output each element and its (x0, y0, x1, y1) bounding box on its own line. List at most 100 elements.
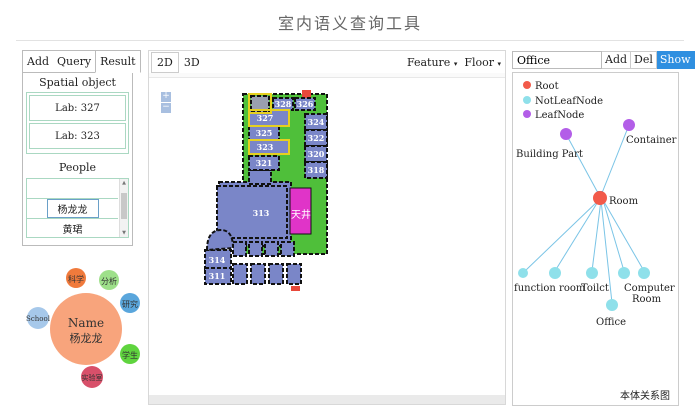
app-title: 室内语义查询工具 (277, 14, 422, 33)
people-header: People (58, 161, 97, 174)
node-room[interactable] (593, 191, 607, 205)
node-container[interactable] (623, 119, 635, 131)
room-bottom-3[interactable] (264, 241, 279, 257)
tab-add[interactable]: Add (27, 55, 50, 68)
bubble-satellite-4[interactable] (81, 366, 103, 388)
people-list: 杨龙龙 黄珺 ▲ ▼ (26, 178, 129, 238)
node-unlabeled[interactable] (549, 267, 561, 279)
room-round[interactable] (205, 228, 235, 252)
label-311: 311 (209, 271, 226, 281)
bubble-satellite-0[interactable] (66, 268, 86, 288)
tab-2d[interactable]: 2D (151, 51, 179, 73)
scroll-down-icon[interactable]: ▼ (122, 230, 126, 236)
zoom-out-button[interactable]: − (161, 102, 171, 113)
highlight-327 (248, 109, 290, 127)
spatial-object-list: Lab: 327 Lab: 323 (26, 92, 129, 154)
room-bottom-2[interactable] (248, 241, 263, 257)
spatial-item-lab-327[interactable]: Lab: 327 (29, 95, 126, 121)
edge-building-part-room (565, 133, 599, 194)
ontology-query-input[interactable] (512, 51, 602, 69)
tab-3d[interactable]: 3D (183, 55, 200, 69)
bubble-satellite-5[interactable] (27, 307, 49, 329)
room-311[interactable] (204, 267, 232, 285)
label-323: 323 (257, 142, 274, 152)
label-322: 322 (308, 133, 325, 143)
map-footer (149, 395, 505, 404)
tab-query[interactable]: Query (57, 55, 92, 68)
ontology-toolbar: Add Del Show (512, 51, 695, 69)
spatial-item-lab-323[interactable]: Lab: 323 (29, 123, 126, 149)
scrollbar-thumb[interactable] (121, 193, 127, 219)
bubble-satellite-3[interactable] (120, 344, 140, 364)
add-button[interactable]: Add (602, 51, 632, 69)
query-tabs: Add Query Result (23, 50, 141, 73)
bubble-satellite-label-0: 科学 (68, 274, 84, 284)
bubble-center[interactable] (50, 293, 122, 365)
caret-down-icon: ▾ (497, 59, 501, 68)
bubble-center-value: 杨龙龙 (70, 331, 103, 345)
node-unlabeled-2[interactable] (618, 267, 630, 279)
ontology-graph: Root NotLeafNode LeafNode Building Part … (514, 81, 677, 328)
people-item[interactable]: 黄珺 (27, 219, 118, 237)
node-building-part-label: Building Part (516, 149, 583, 160)
show-button[interactable]: Show (656, 51, 695, 69)
edge-room-function (524, 199, 600, 272)
room-318[interactable] (304, 161, 328, 179)
node-building-part[interactable] (560, 128, 572, 140)
room-313[interactable] (216, 185, 288, 239)
bubble-satellite-2[interactable] (120, 293, 140, 313)
room-bottom-1[interactable] (232, 241, 247, 257)
edge-room-office (600, 199, 613, 304)
people-item-empty[interactable] (27, 179, 118, 199)
room-bottom-7[interactable] (268, 263, 284, 285)
room-bottom-4[interactable] (280, 241, 295, 257)
node-room-label: Room (609, 196, 639, 207)
edge-room-n2 (554, 199, 600, 272)
people-scrollbar[interactable]: ▲ ▼ (119, 179, 128, 237)
courtyard[interactable] (289, 187, 312, 235)
label-328: 328 (275, 99, 292, 109)
zoom-in-button[interactable]: + (161, 91, 171, 102)
room-326[interactable] (294, 97, 316, 111)
room-bottom-6[interactable] (250, 263, 266, 285)
label-324: 324 (308, 117, 325, 127)
node-function-room[interactable] (518, 268, 528, 278)
map-toolbar: 2D 3D Feature ▾ Floor ▾ (149, 51, 505, 73)
node-computer-room[interactable] (638, 267, 650, 279)
legend-leaf-label: LeafNode (535, 110, 584, 121)
room-top-small[interactable] (302, 90, 311, 99)
people-item-selected[interactable]: 杨龙龙 (27, 199, 118, 219)
node-toilet[interactable] (586, 267, 598, 279)
tab-result[interactable]: Result (95, 50, 141, 73)
room-321[interactable] (248, 155, 280, 171)
bubble-center-name: Name (68, 316, 104, 330)
room-upper-small[interactable] (248, 169, 272, 185)
bubble-satellite-label-1: 分析 (101, 276, 117, 286)
node-computer-room-label-2: Room (632, 294, 662, 305)
label-327: 327 (257, 113, 274, 123)
room-bottom-8[interactable] (286, 263, 302, 285)
node-office[interactable] (606, 299, 618, 311)
room-bottom-5[interactable] (232, 263, 248, 285)
highlight-top (248, 93, 272, 114)
ontology-footer-label: 本体关系图 (620, 391, 670, 402)
node-office-label: Office (596, 317, 626, 328)
scroll-up-icon[interactable]: ▲ (122, 180, 126, 186)
floor-map[interactable]: + − (149, 77, 505, 395)
caret-down-icon: ▾ (453, 59, 458, 68)
edge-room-n5 (602, 199, 625, 272)
bubble-satellite-label-2: 研究 (122, 299, 138, 309)
edge-room-computer (602, 199, 645, 272)
del-button[interactable]: Del (631, 51, 657, 69)
floor-dropdown-label: Floor (464, 55, 494, 69)
legend-root-label: Root (535, 81, 559, 92)
legend-notleaf-label: NotLeafNode (535, 96, 603, 107)
highlight-323 (248, 139, 290, 155)
room-bottom-small[interactable] (291, 286, 300, 291)
node-computer-room-label-1: Computer (624, 283, 675, 294)
floor-dropdown[interactable]: Floor ▾ (464, 56, 501, 69)
legend-leaf-dot (523, 110, 531, 118)
floor-map-panel: 2D 3D Feature ▾ Floor ▾ + − (148, 50, 506, 405)
bubble-satellite-1[interactable] (99, 270, 119, 290)
feature-dropdown[interactable]: Feature ▾ (407, 56, 457, 69)
